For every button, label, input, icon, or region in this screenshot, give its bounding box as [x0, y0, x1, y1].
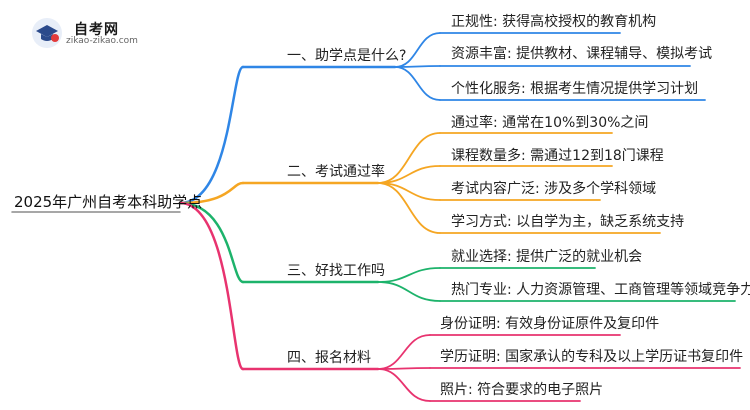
logo-title: 自考网 [74, 22, 119, 38]
leaf-node: 通过率: 通常在10%到30%之间 [451, 115, 649, 131]
logo-url: zikao-zikao.com [66, 36, 138, 46]
leaf-node: 照片: 符合要求的电子照片 [440, 382, 604, 398]
leaf-connector [394, 32, 441, 68]
leaf-connector [394, 65, 441, 68]
leaf-connector [394, 66, 441, 101]
branch-connector [178, 201, 245, 284]
leaf-node: 学历证明: 国家承认的专科及以上学历证书复印件 [440, 349, 744, 365]
leaf-connector [377, 182, 441, 234]
branch-what-is: 一、助学点是什么? [287, 48, 407, 64]
branch-employment: 三、好找工作吗 [287, 263, 385, 279]
leaf-node: 就业选择: 提供广泛的就业机会 [451, 249, 643, 265]
site-logo: 自考网 zikao-zikao.com [30, 14, 142, 52]
root-node: 2025年广州自考本科助学点 [14, 193, 203, 211]
branch-pass-rate: 二、考试通过率 [287, 164, 385, 180]
leaf-node: 课程数量多: 需通过12到18门课程 [451, 148, 664, 164]
graduation-cap-icon [32, 18, 62, 48]
leaf-connector [377, 367, 431, 370]
leaf-connector [377, 281, 441, 302]
leaf-node: 资源丰富: 提供教材、课程辅导、模拟考试 [451, 46, 713, 62]
leaf-node: 个性化服务: 根据考生情况提供学习计划 [451, 81, 699, 97]
leaf-node: 学习方式: 以自学为主，缺乏系统支持 [451, 214, 685, 230]
leaf-node: 正规性: 获得高校授权的教育机构 [451, 14, 657, 30]
leaf-node: 考试内容广泛: 涉及多个学科领域 [451, 181, 657, 197]
branch-connector [178, 201, 245, 371]
branch-connector [178, 65, 245, 205]
leaf-connector [377, 368, 431, 402]
leaf-node: 热门专业: 人力资源管理、工商管理等领域竞争力强 [451, 282, 750, 298]
leaf-connector [377, 132, 441, 184]
branch-connector [178, 181, 245, 205]
branch-materials: 四、报名材料 [287, 350, 371, 366]
leaf-node: 身份证明: 有效身份证原件及复印件 [440, 316, 660, 332]
leaf-connector [377, 267, 441, 283]
leaf-connector [377, 334, 431, 370]
